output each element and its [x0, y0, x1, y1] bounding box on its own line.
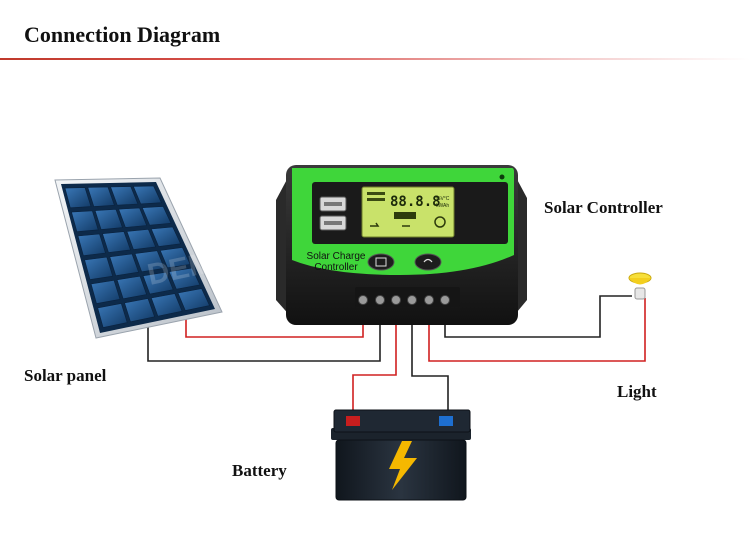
panel-negative-wire	[147, 305, 381, 362]
menu-button	[367, 253, 395, 271]
battery-positive-wire	[352, 305, 397, 410]
solar-cell	[132, 185, 162, 205]
solar-panel-icon: DEMI	[54, 177, 225, 339]
solar-cell	[102, 231, 131, 253]
battery-icon	[331, 409, 471, 501]
lcd-units-1: %V°C	[436, 196, 450, 202]
lcd-digits: 88.8.8	[390, 194, 441, 210]
solar-cell	[150, 226, 182, 247]
solar-cell	[134, 250, 165, 273]
solar-cell	[142, 271, 174, 295]
solar-cell	[116, 275, 148, 300]
load-negative-wire	[444, 295, 632, 338]
lcd-units-2: kWAh	[436, 203, 449, 209]
page-title: Connection Diagram	[24, 22, 221, 47]
back-button	[414, 253, 442, 271]
solar-cell	[177, 288, 210, 311]
load-positive-wire	[428, 298, 646, 362]
solar-cell	[94, 208, 123, 230]
solar-cells	[64, 185, 210, 328]
title-underline	[0, 58, 750, 60]
solar-cell	[90, 279, 121, 304]
solar-cell	[168, 267, 201, 290]
solar-cell	[150, 293, 183, 317]
solar-cell	[109, 253, 140, 277]
solar-panel-label: Solar panel	[24, 366, 107, 385]
solar-cell	[71, 210, 99, 233]
terminal-screws	[358, 295, 450, 305]
solar-cell	[97, 303, 128, 328]
solar-controller-label: Solar Controller	[544, 198, 663, 217]
controller-face-text-1: Solar Charge	[307, 251, 366, 262]
solar-cell	[159, 247, 191, 269]
light-bulb-icon	[628, 272, 652, 300]
light-label: Light	[617, 382, 657, 401]
solar-cell	[141, 206, 172, 226]
solar-cell	[110, 186, 139, 206]
solar-cell	[77, 233, 106, 257]
battery-label: Battery	[232, 461, 287, 480]
solar-cell	[64, 187, 92, 209]
solar-cell	[118, 207, 148, 228]
solar-cell	[126, 228, 157, 250]
lightning-bolt-icon	[389, 441, 417, 490]
battery-negative-wire	[411, 305, 449, 410]
solar-charge-controller-icon: 88.8.8 %V°C kWAh Solar Charge Controller	[276, 165, 527, 325]
controller-face-text-2: Controller	[314, 262, 358, 273]
solar-cell	[87, 186, 115, 207]
solar-cell	[124, 298, 155, 323]
solar-cell	[84, 256, 114, 280]
